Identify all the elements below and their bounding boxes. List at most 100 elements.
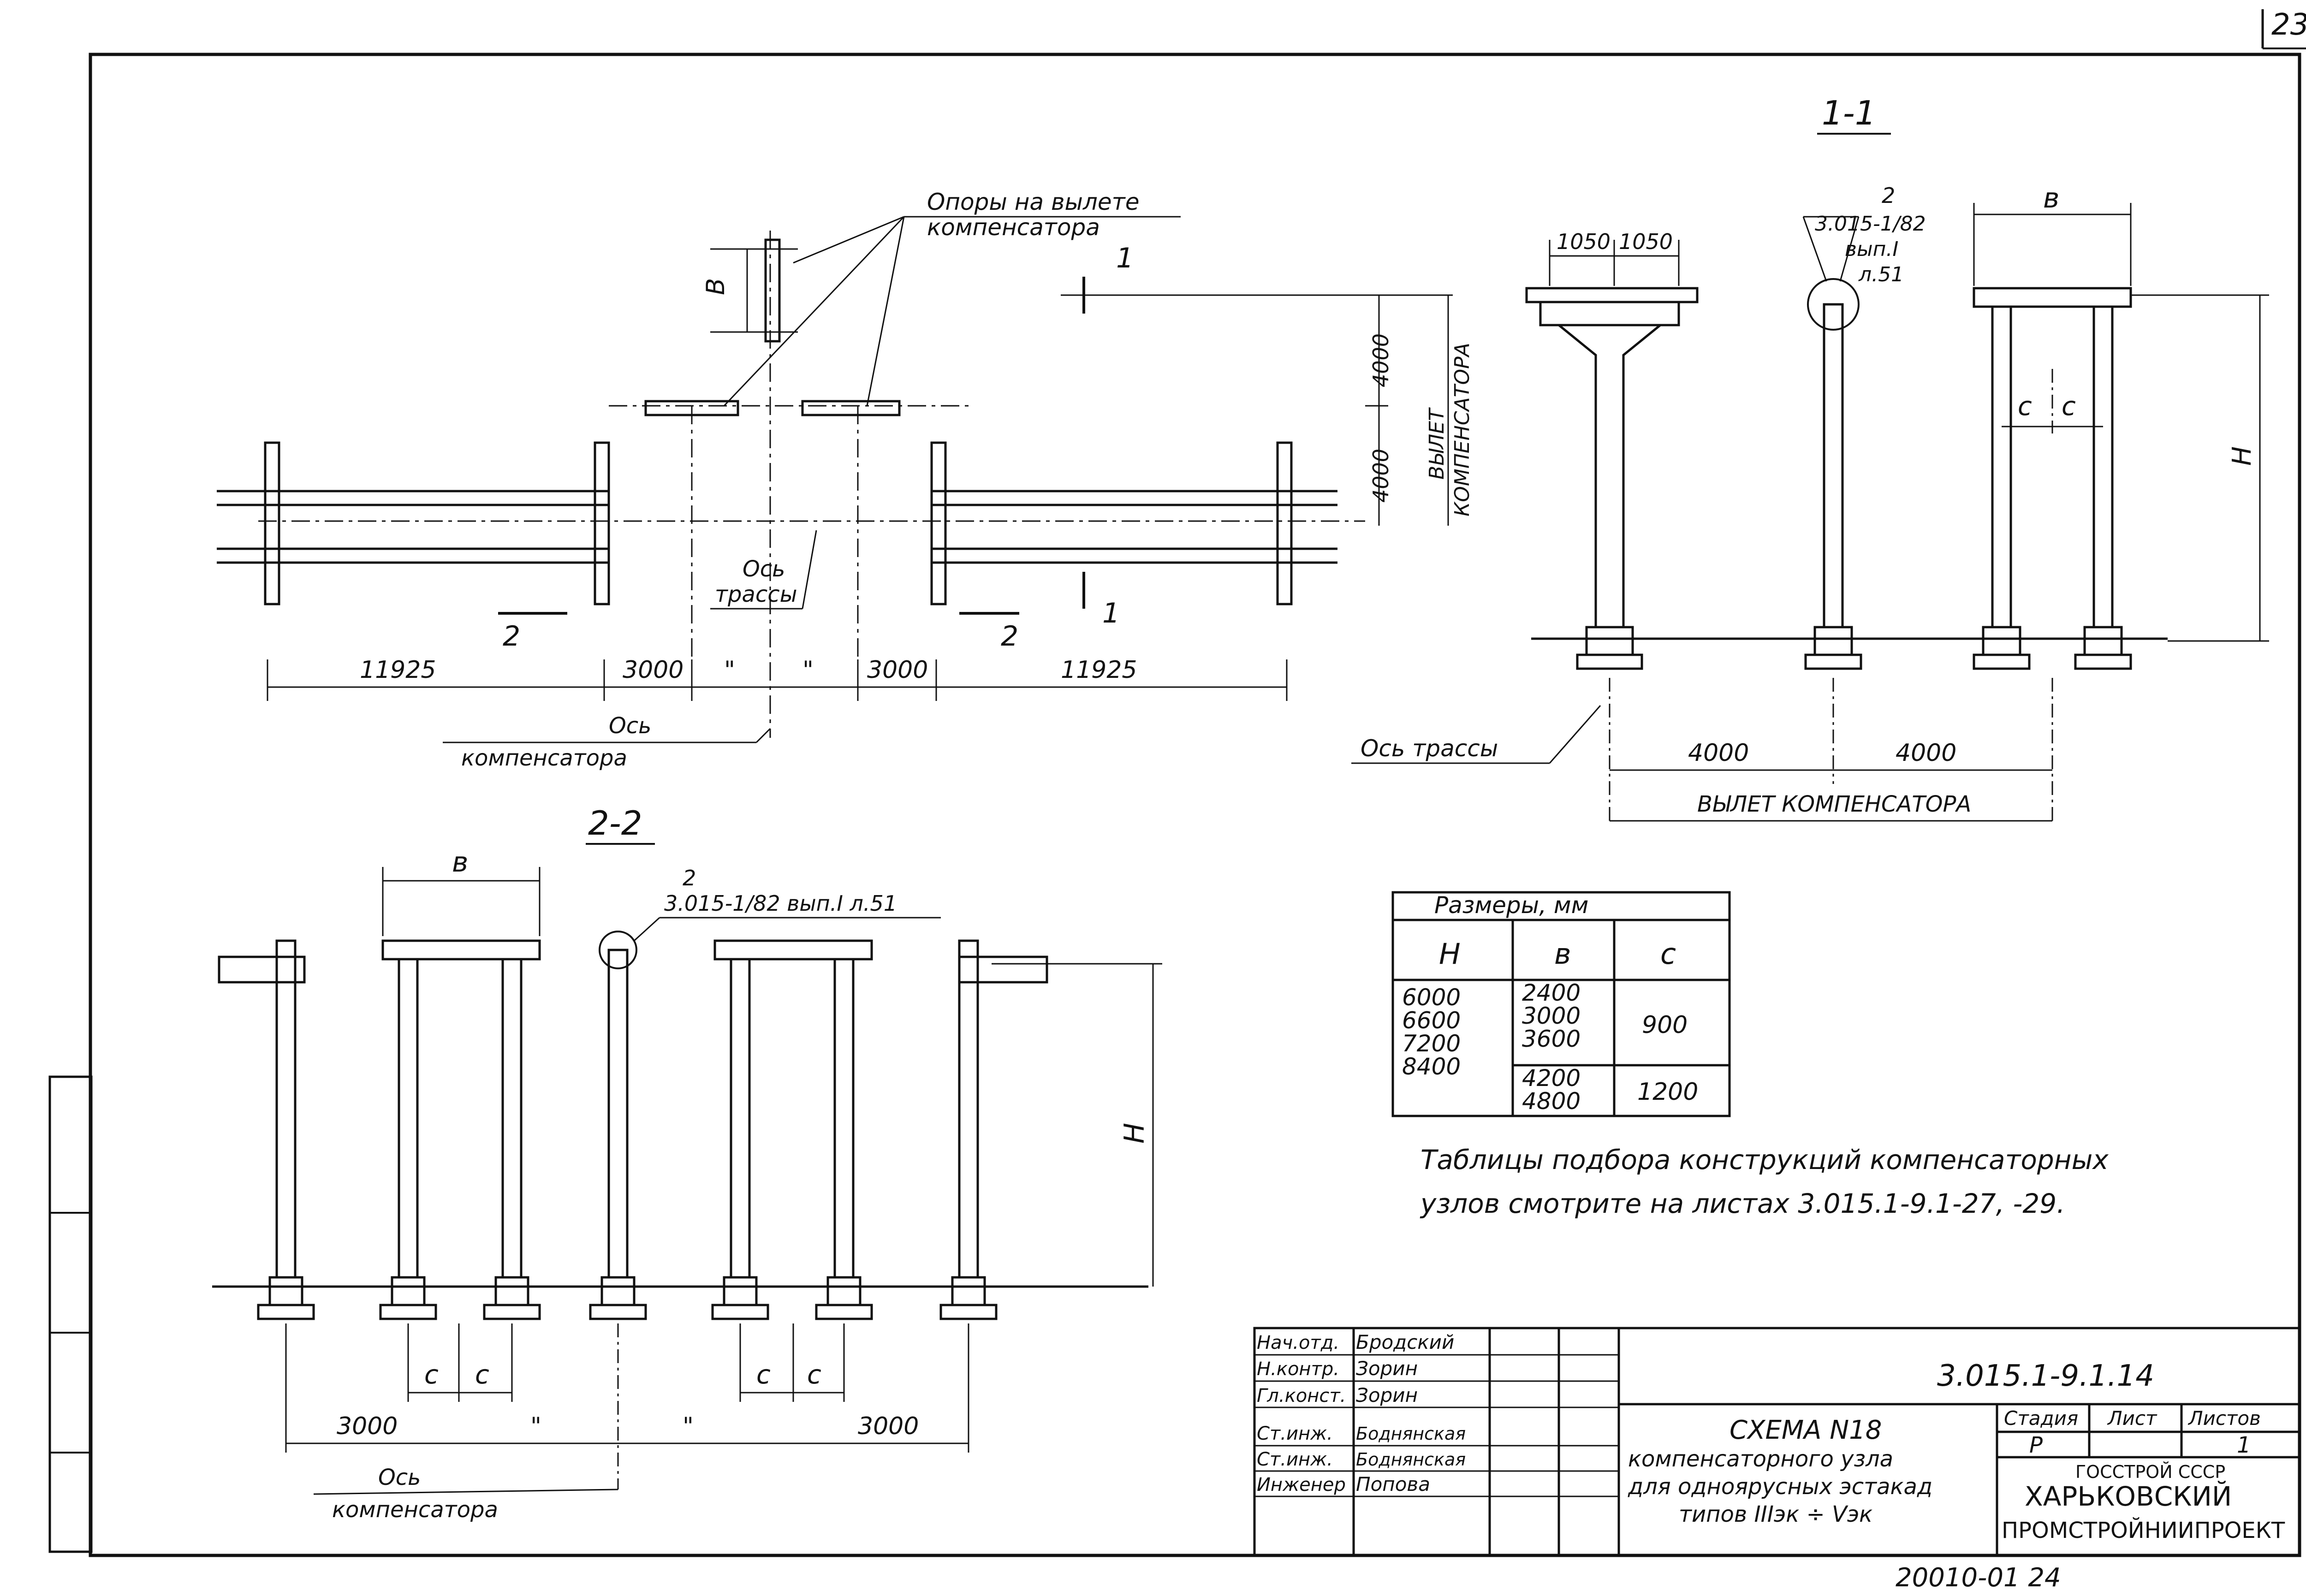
table-labels: Размеры, мм Н в с 6000 6600 7200 8400 24… — [1402, 892, 1698, 1115]
tb-name-6: Попова — [1356, 1473, 1430, 1495]
s22-dim-ditto-1: " — [530, 1412, 541, 1440]
s11-ref-1: 2 — [1882, 183, 1895, 208]
table-c-2: 1200 — [1637, 1078, 1698, 1106]
tb-title-1: СХЕМА N18 — [1730, 1415, 1882, 1445]
tb-stage: Р — [2029, 1432, 2043, 1458]
s22-comp-axis-2: компенсатора — [332, 1497, 498, 1523]
plan-dim-3000-right: 3000 — [867, 656, 928, 684]
tb-name-1: Бродский — [1356, 1331, 1454, 1353]
tb-org-3: ПРОМСТРОЙНИИПРОЕКТ — [2002, 1517, 2285, 1543]
plan-dim-11925-right: 11925 — [1061, 656, 1137, 684]
comp-axis-label-1: Ось — [609, 713, 651, 739]
table-b-5: 4800 — [1522, 1088, 1581, 1115]
table-b-1: 2400 — [1522, 979, 1581, 1006]
page-number: 23 — [2271, 8, 2306, 42]
title-block-labels: Нач.отд. Н.контр. Гл.конст. Ст.инж. Ст.и… — [1257, 1331, 2285, 1543]
s22-comp-axis-1: Ось — [378, 1465, 421, 1490]
s22-dim-3000-left: 3000 — [337, 1412, 398, 1440]
s22-ref-1: 2 — [683, 866, 696, 890]
sheet-frame — [48, 9, 2306, 1557]
table-b-2: 3000 — [1522, 1003, 1581, 1029]
s22-dim-c-3: с — [756, 1360, 771, 1390]
s11-route-axis: Ось трассы — [1361, 735, 1498, 762]
tb-role-3: Гл.конст. — [1257, 1385, 1346, 1406]
plan-offset-label-1: ВЫЛЕТ — [1425, 407, 1449, 480]
s11-dim-h: Н — [2227, 446, 2257, 466]
tb-role-5: Ст.инж. — [1257, 1449, 1333, 1470]
s11-dim-4000-a: 4000 — [1688, 739, 1749, 767]
plan-view — [217, 216, 1453, 743]
s11-dim-1050-b: 1050 — [1619, 229, 1673, 254]
section-1-mark-top: 1 — [1116, 242, 1134, 274]
tb-role-1: Нач.отд. — [1257, 1332, 1339, 1353]
plan-dim-4000-top: 4000 — [1368, 333, 1393, 387]
table-header-h: Н — [1439, 937, 1461, 971]
tb-name-5: Боднянская — [1356, 1449, 1466, 1470]
route-axis-label-2: трассы — [715, 581, 797, 607]
plan-dim-11925-left: 11925 — [360, 656, 436, 684]
tb-sheet-no: 1 — [2237, 1432, 2251, 1458]
tb-title-3: для одноярусных эстакад — [1628, 1474, 1932, 1500]
plan-dim-4000-bottom: 4000 — [1368, 449, 1393, 503]
tb-sheet-label: Лист — [2107, 1407, 2157, 1430]
s11-ref-4: л.51 — [1858, 263, 1904, 286]
table-header-c: с — [1660, 937, 1676, 971]
tb-role-2: Н.контр. — [1257, 1359, 1339, 1380]
support-label-2: компенсатора — [927, 214, 1100, 241]
tb-stage-label: Стадия — [2004, 1407, 2078, 1430]
s22-dim-c-1: с — [424, 1360, 439, 1390]
section-2-mark-right: 2 — [1001, 620, 1018, 653]
s22-dim-ditto-2: " — [683, 1412, 694, 1440]
plan-dim-3000-left: 3000 — [623, 656, 683, 684]
s11-ref-2: 3.015-1/82 — [1815, 212, 1926, 236]
s22-dim-3000-right: 3000 — [858, 1412, 919, 1440]
s11-dim-4000-b: 4000 — [1896, 739, 1956, 767]
s22-dim-b: в — [452, 846, 468, 878]
section-2-2-title: 2-2 — [588, 804, 642, 842]
table-h-3: 7200 — [1402, 1030, 1461, 1057]
tb-name-3: Зорин — [1356, 1384, 1418, 1406]
note-line-2: узлов смотрите на листах 3.015.1-9.1-27,… — [1420, 1188, 2065, 1219]
s11-ref-3: вып.I — [1845, 237, 1898, 261]
table-h-4: 8400 — [1402, 1053, 1461, 1080]
plan-dim-b: В — [701, 278, 730, 295]
s11-dim-c-2: с — [2062, 392, 2076, 421]
title-block — [1253, 1327, 2301, 1557]
table-h-2: 6600 — [1402, 1007, 1461, 1034]
section-1-1-labels: 1-1 1050 1050 2 3.015-1/82 вып.I л.51 в … — [1361, 94, 2257, 817]
tb-name-4: Боднянская — [1356, 1424, 1466, 1444]
section-1-1-drawing — [1351, 133, 2269, 825]
table-caption: Размеры, мм — [1434, 892, 1588, 919]
tb-org-2: ХАРЬКОВСКИЙ — [2025, 1480, 2232, 1512]
section-1-mark-bottom: 1 — [1102, 597, 1120, 629]
tb-role-4: Ст.инж. — [1257, 1423, 1333, 1444]
tb-org-1: ГОССТРОЙ СССР — [2075, 1462, 2225, 1482]
section-2-2-drawing — [212, 843, 1162, 1495]
tb-role-6: Инженер — [1257, 1474, 1346, 1495]
tb-title-4: типов IIIэк ÷ Vэк — [1679, 1501, 1872, 1527]
plan-labels: Опоры на вылете компенсатора В 1 1 2 2 4… — [360, 189, 1474, 771]
table-h-1: 6000 — [1402, 984, 1461, 1011]
bottom-code: 20010-01 24 — [1896, 1563, 2061, 1593]
s11-dim-1050-a: 1050 — [1557, 229, 1611, 254]
plan-dim-ditto-2: " — [802, 656, 814, 684]
comp-axis-label-2: компенсатора — [461, 745, 627, 771]
section-2-mark-left: 2 — [503, 620, 520, 653]
dimensions-table — [1391, 891, 1731, 1117]
plan-offset-label-2: КОМПЕНСАТОРА — [1450, 343, 1474, 516]
table-b-3: 3600 — [1522, 1026, 1581, 1052]
support-label-1: Опоры на вылете — [927, 189, 1140, 215]
s11-dim-c-1: с — [2018, 392, 2032, 421]
section-2-2-labels: 2-2 в 2 3.015-1/82 вып.I л.51 Н с с с с … — [332, 804, 1151, 1523]
plan-dim-ditto-1: " — [724, 656, 735, 684]
s22-dim-c-4: с — [807, 1360, 821, 1390]
tb-name-2: Зорин — [1356, 1357, 1418, 1380]
s22-ref-2: 3.015-1/82 вып.I л.51 — [664, 891, 897, 916]
table-b-4: 4200 — [1522, 1065, 1581, 1092]
s22-dim-c-2: с — [475, 1360, 489, 1390]
s22-dim-h: Н — [1118, 1123, 1151, 1144]
route-axis-label-1: Ось — [743, 556, 785, 582]
table-header-b: в — [1554, 937, 1571, 971]
tb-title-2: компенсаторного узла — [1628, 1446, 1893, 1472]
